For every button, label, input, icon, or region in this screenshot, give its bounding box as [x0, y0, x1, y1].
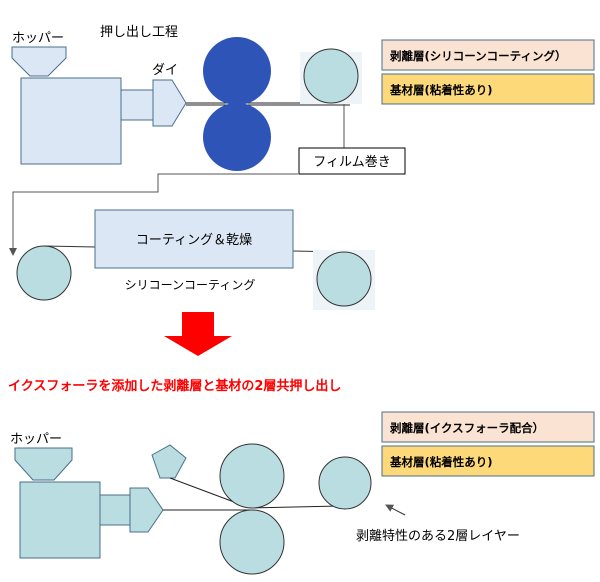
legend-release-bottom [381, 411, 595, 443]
unwind-roll [16, 245, 72, 301]
legend-release-top [381, 39, 595, 71]
transition-arrow [164, 312, 232, 356]
film-line-bottom-2 [249, 505, 341, 509]
hopper-bottom [14, 447, 73, 481]
roller-lower-bottom [219, 509, 285, 575]
legend-base-top-label: 基材層(粘着性あり) [389, 83, 493, 97]
legend-base-bottom-label: 基材層(粘着性あり) [389, 455, 493, 469]
extruder-barrel-top [120, 89, 154, 121]
winding-box [298, 147, 406, 175]
hopper-label-bottom: ホッパー [10, 432, 62, 447]
rewind-roll [316, 251, 372, 307]
note-arrow [385, 504, 406, 516]
hopper-label-top: ホッパー [12, 31, 64, 46]
coating-label: コーティング＆乾燥 [136, 233, 252, 248]
coating-box [94, 209, 294, 269]
second-feeder [151, 444, 187, 479]
extruder-body-bottom [19, 481, 101, 559]
extruder-body-top [20, 77, 122, 165]
coextrusion-headline: イクスフォーラを添加した剥離層と基材の2層共押し出し [8, 378, 341, 394]
extrusion-title: 押し出し工程 [100, 25, 178, 40]
legend-base-bottom [381, 445, 595, 477]
silicone-label: シリコーンコーティング [125, 278, 256, 292]
extruder-barrel-bottom [99, 494, 131, 526]
roller-upper [203, 37, 271, 105]
legend-base-top [381, 73, 595, 105]
roller-lower [203, 103, 271, 171]
die-label: ダイ [152, 63, 178, 78]
winding-roll-bottom [318, 456, 372, 510]
die-top [152, 79, 187, 127]
two-layer-note: 剥離特性のある2層レイヤー [356, 529, 520, 544]
legend-release-top-label: 剥離層(シリコーンコーティング） [390, 49, 567, 63]
winding-roll-top [303, 48, 359, 104]
die-bottom [129, 487, 164, 533]
winding-label: フィルム巻き [313, 155, 390, 170]
legend-release-bottom-label: 剥離層(イクスフォーラ配合） [390, 421, 544, 435]
flow-arrow-to-coating [9, 173, 298, 256]
roller-upper-bottom [219, 443, 285, 509]
hopper-top [11, 46, 67, 77]
